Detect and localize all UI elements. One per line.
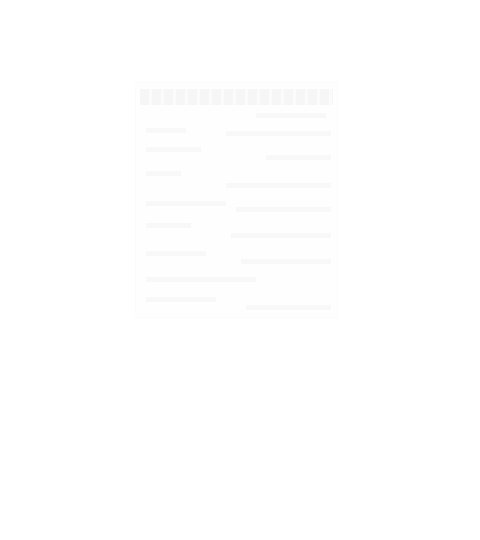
text-line xyxy=(246,305,331,310)
text-line xyxy=(146,277,256,282)
text-line xyxy=(146,147,201,152)
text-line xyxy=(146,171,181,176)
text-line xyxy=(236,207,331,212)
text-line xyxy=(226,183,331,188)
text-line xyxy=(146,251,206,256)
text-line xyxy=(266,155,331,160)
document-header-bar xyxy=(140,89,333,105)
text-line xyxy=(241,259,331,264)
text-line xyxy=(146,297,216,302)
text-line xyxy=(256,113,326,118)
text-line xyxy=(231,233,331,238)
text-line xyxy=(146,128,186,133)
text-line xyxy=(146,201,226,206)
text-line xyxy=(146,223,191,228)
faded-document-thumbnail xyxy=(135,82,338,318)
text-line xyxy=(226,131,331,136)
